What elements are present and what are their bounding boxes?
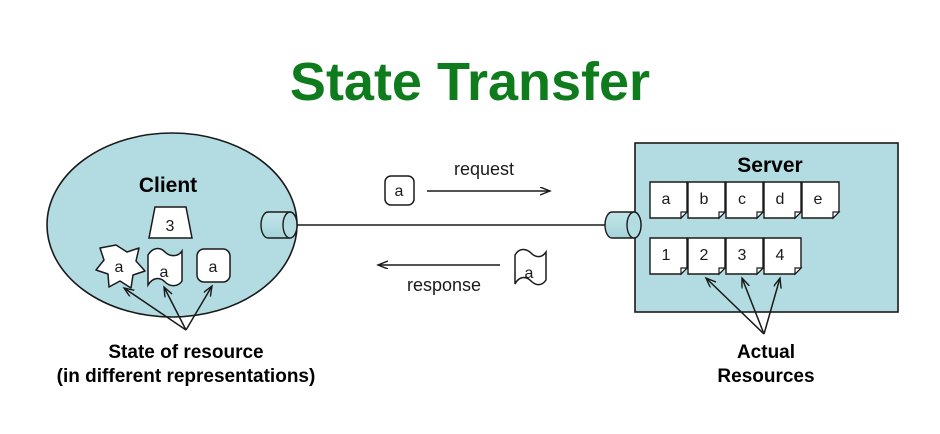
server-caption: Actual Resources	[717, 342, 814, 387]
response-message: response a	[378, 248, 547, 295]
representation-rounded-rect: a	[196, 248, 231, 283]
document-label: 1	[662, 247, 671, 264]
arrow-to-document-3	[742, 278, 765, 335]
document-fold	[680, 211, 689, 220]
client-label: Client	[139, 174, 197, 197]
document-label: b	[700, 191, 709, 208]
document-fold	[756, 267, 765, 276]
request-message: a request	[384, 159, 550, 206]
document-4: 4	[763, 237, 803, 276]
arrow-to-document-2	[706, 278, 765, 335]
client-caption: State of resource (in different represen…	[57, 342, 316, 387]
server-caption-arrows	[706, 278, 780, 335]
request-label: request	[454, 159, 514, 179]
client-port-cap	[282, 211, 298, 239]
representation-wave: a	[147, 247, 183, 288]
document-a: a	[649, 181, 689, 220]
server-documents-row-2: 1 2 3 4	[649, 237, 803, 276]
server-node: Server a b c	[604, 142, 899, 313]
client-caption-line1: State of resource	[108, 342, 263, 363]
document-fold	[680, 267, 689, 276]
client-connector-port	[260, 211, 298, 239]
rounded-rect-outline	[196, 248, 231, 283]
document-3: 3	[725, 237, 765, 276]
document-fold	[756, 211, 765, 220]
document-label: 3	[738, 247, 747, 264]
response-payload-value: a	[525, 265, 534, 282]
document-fold	[832, 211, 841, 220]
document-e: e	[801, 181, 841, 220]
wave-outline	[147, 247, 183, 288]
server-port-cap	[626, 211, 642, 239]
server-documents-row-1: a b c d	[649, 181, 841, 220]
document-b: b	[687, 181, 727, 220]
response-payload-shape	[514, 248, 547, 286]
document-c: c	[725, 181, 765, 220]
rounded-rect-value: a	[209, 259, 218, 276]
document-label: d	[776, 191, 785, 208]
server-caption-line1: Actual	[737, 342, 795, 363]
arrow-to-document-4	[763, 278, 780, 335]
document-fold	[718, 267, 727, 276]
trapezoid-value: 3	[166, 218, 175, 235]
server-connector-port	[604, 211, 642, 239]
document-label: 4	[776, 247, 785, 264]
document-1: 1	[649, 237, 689, 276]
document-2: 2	[687, 237, 727, 276]
page-title: State Transfer	[290, 52, 650, 112]
document-fold	[794, 211, 803, 220]
request-payload-value: a	[395, 183, 404, 200]
star-value: a	[115, 259, 124, 276]
arrow-to-star	[124, 288, 187, 331]
server-label: Server	[737, 154, 802, 177]
response-label: response	[407, 275, 481, 295]
document-label: e	[814, 191, 823, 208]
arrow-to-rounded-rect	[185, 286, 212, 331]
server-caption-line2: Resources	[717, 366, 814, 387]
server-boundary	[634, 142, 899, 313]
document-label: c	[738, 191, 746, 208]
star-outline	[95, 244, 146, 289]
client-caption-arrows	[124, 286, 212, 331]
client-trapezoid-shape: 3	[148, 206, 193, 239]
document-label: a	[662, 191, 671, 208]
wave-value: a	[160, 264, 169, 281]
arrow-to-wave	[164, 287, 187, 331]
representation-star: a	[95, 244, 146, 289]
document-label: 2	[700, 247, 709, 264]
document-fold	[794, 267, 803, 276]
document-fold	[718, 211, 727, 220]
client-node: Client 3 a a a	[46, 132, 298, 318]
request-payload-shape	[384, 175, 415, 206]
trapezoid-outline	[148, 206, 193, 239]
client-caption-line2: (in different representations)	[57, 366, 316, 387]
document-d: d	[763, 181, 803, 220]
